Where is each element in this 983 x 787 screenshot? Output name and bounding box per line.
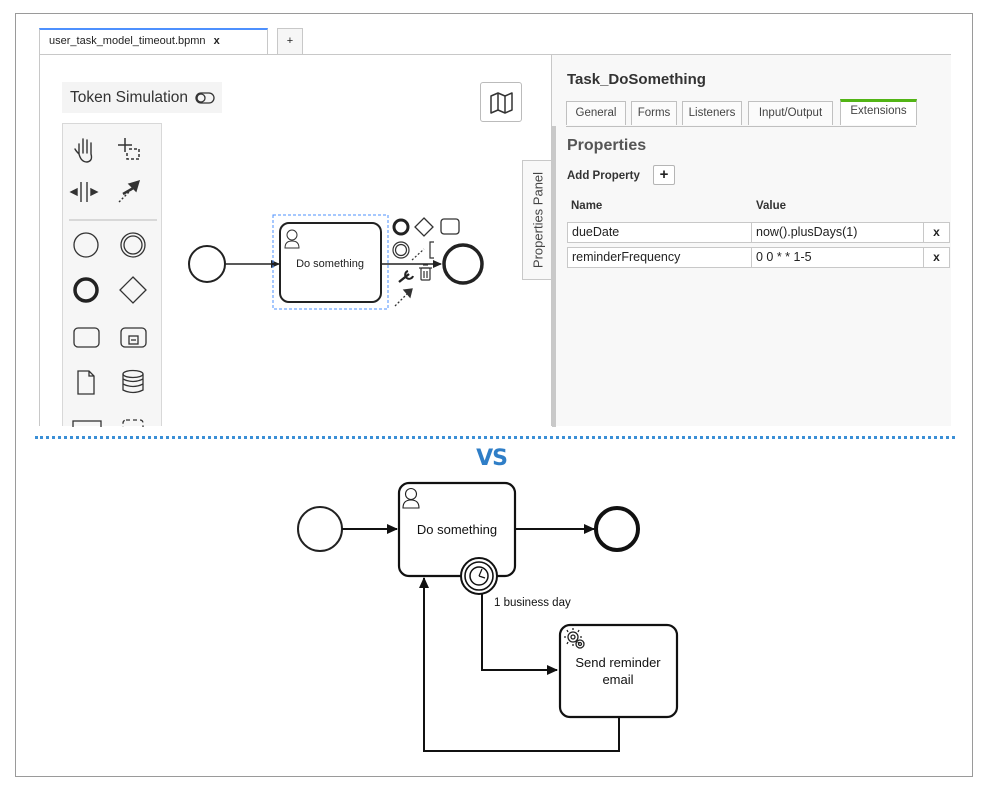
outer-frame (15, 13, 973, 777)
properties-panel-toggle[interactable]: Properties Panel (522, 160, 552, 280)
panel-edge (552, 126, 556, 427)
file-tab-active[interactable]: user_task_model_timeout.bpmn x (39, 28, 268, 54)
tab-input-output[interactable]: Input/Output (748, 101, 833, 125)
file-tab-label: user_task_model_timeout.bpmn (49, 35, 206, 47)
tab-general[interactable]: General (566, 101, 626, 125)
group-icon[interactable] (122, 419, 144, 427)
end-event (594, 506, 640, 552)
property-value-input[interactable]: now().plusDays(1) (751, 222, 924, 243)
tab-listeners[interactable]: Listeners (682, 101, 742, 125)
clock-icon (469, 566, 489, 586)
data-object-icon[interactable] (77, 370, 95, 395)
tab-extensions[interactable]: Extensions (840, 99, 917, 125)
delete-property-button[interactable]: x (923, 222, 950, 243)
property-row: dueDate now().plusDays(1) x (567, 222, 950, 243)
minimap-toggle-button[interactable] (480, 82, 522, 122)
delete-property-button[interactable]: x (923, 247, 950, 268)
timer-label: 1 business day (494, 597, 571, 609)
property-row: reminderFrequency 0 0 * * 1-5 x (567, 247, 950, 268)
timer-boundary-event (460, 557, 498, 595)
tool-palette (62, 123, 162, 427)
service-task-label-line2: email (602, 672, 633, 687)
lasso-tool-icon[interactable] (118, 138, 140, 160)
gear-icon (564, 628, 585, 649)
tab-forms[interactable]: Forms (631, 101, 677, 125)
hand-tool-icon[interactable] (74, 138, 93, 163)
dotted-separator (35, 436, 955, 439)
service-task-label-line1: Send reminder (575, 655, 661, 670)
map-icon (490, 92, 513, 114)
tabs-divider (566, 126, 916, 127)
token-simulation-toggle[interactable]: Token Simulation (62, 82, 222, 113)
connect-tool-icon[interactable] (118, 179, 141, 203)
property-name-input[interactable]: dueDate (567, 222, 752, 243)
pool-icon[interactable] (72, 420, 102, 427)
space-tool-icon[interactable] (69, 182, 99, 202)
column-header-name: Name (571, 200, 603, 212)
token-simulation-label: Token Simulation (70, 89, 189, 106)
user-icon (402, 487, 420, 509)
canvas-border (39, 54, 40, 426)
start-event (297, 506, 343, 552)
intermediate-event-icon[interactable] (120, 232, 146, 258)
user-task-label: Do something (417, 522, 497, 537)
subprocess-icon[interactable] (120, 327, 147, 348)
new-tab-button[interactable]: + (277, 28, 303, 54)
start-event-icon[interactable] (73, 232, 99, 258)
properties-panel: Task_DoSomething General Forms Listeners… (551, 54, 951, 427)
data-store-icon[interactable] (122, 369, 144, 394)
section-title: Properties (567, 137, 647, 154)
canvas-border (39, 54, 551, 55)
task-icon[interactable] (73, 327, 100, 348)
end-event-icon[interactable] (73, 277, 99, 303)
add-property-button[interactable]: + (653, 165, 675, 185)
panel-title: Task_DoSomething (567, 71, 706, 88)
add-property-label: Add Property (567, 170, 640, 182)
column-header-value: Value (756, 200, 787, 212)
vs-label: VS (476, 446, 508, 471)
gateway-icon[interactable] (119, 276, 147, 304)
property-name-input[interactable]: reminderFrequency (567, 247, 752, 268)
loop-back-flow (419, 577, 620, 752)
timeout-flow (481, 594, 558, 675)
toggle-off-icon (195, 92, 216, 104)
property-value-input[interactable]: 0 0 * * 1-5 (751, 247, 924, 268)
close-icon[interactable]: x (213, 35, 220, 47)
